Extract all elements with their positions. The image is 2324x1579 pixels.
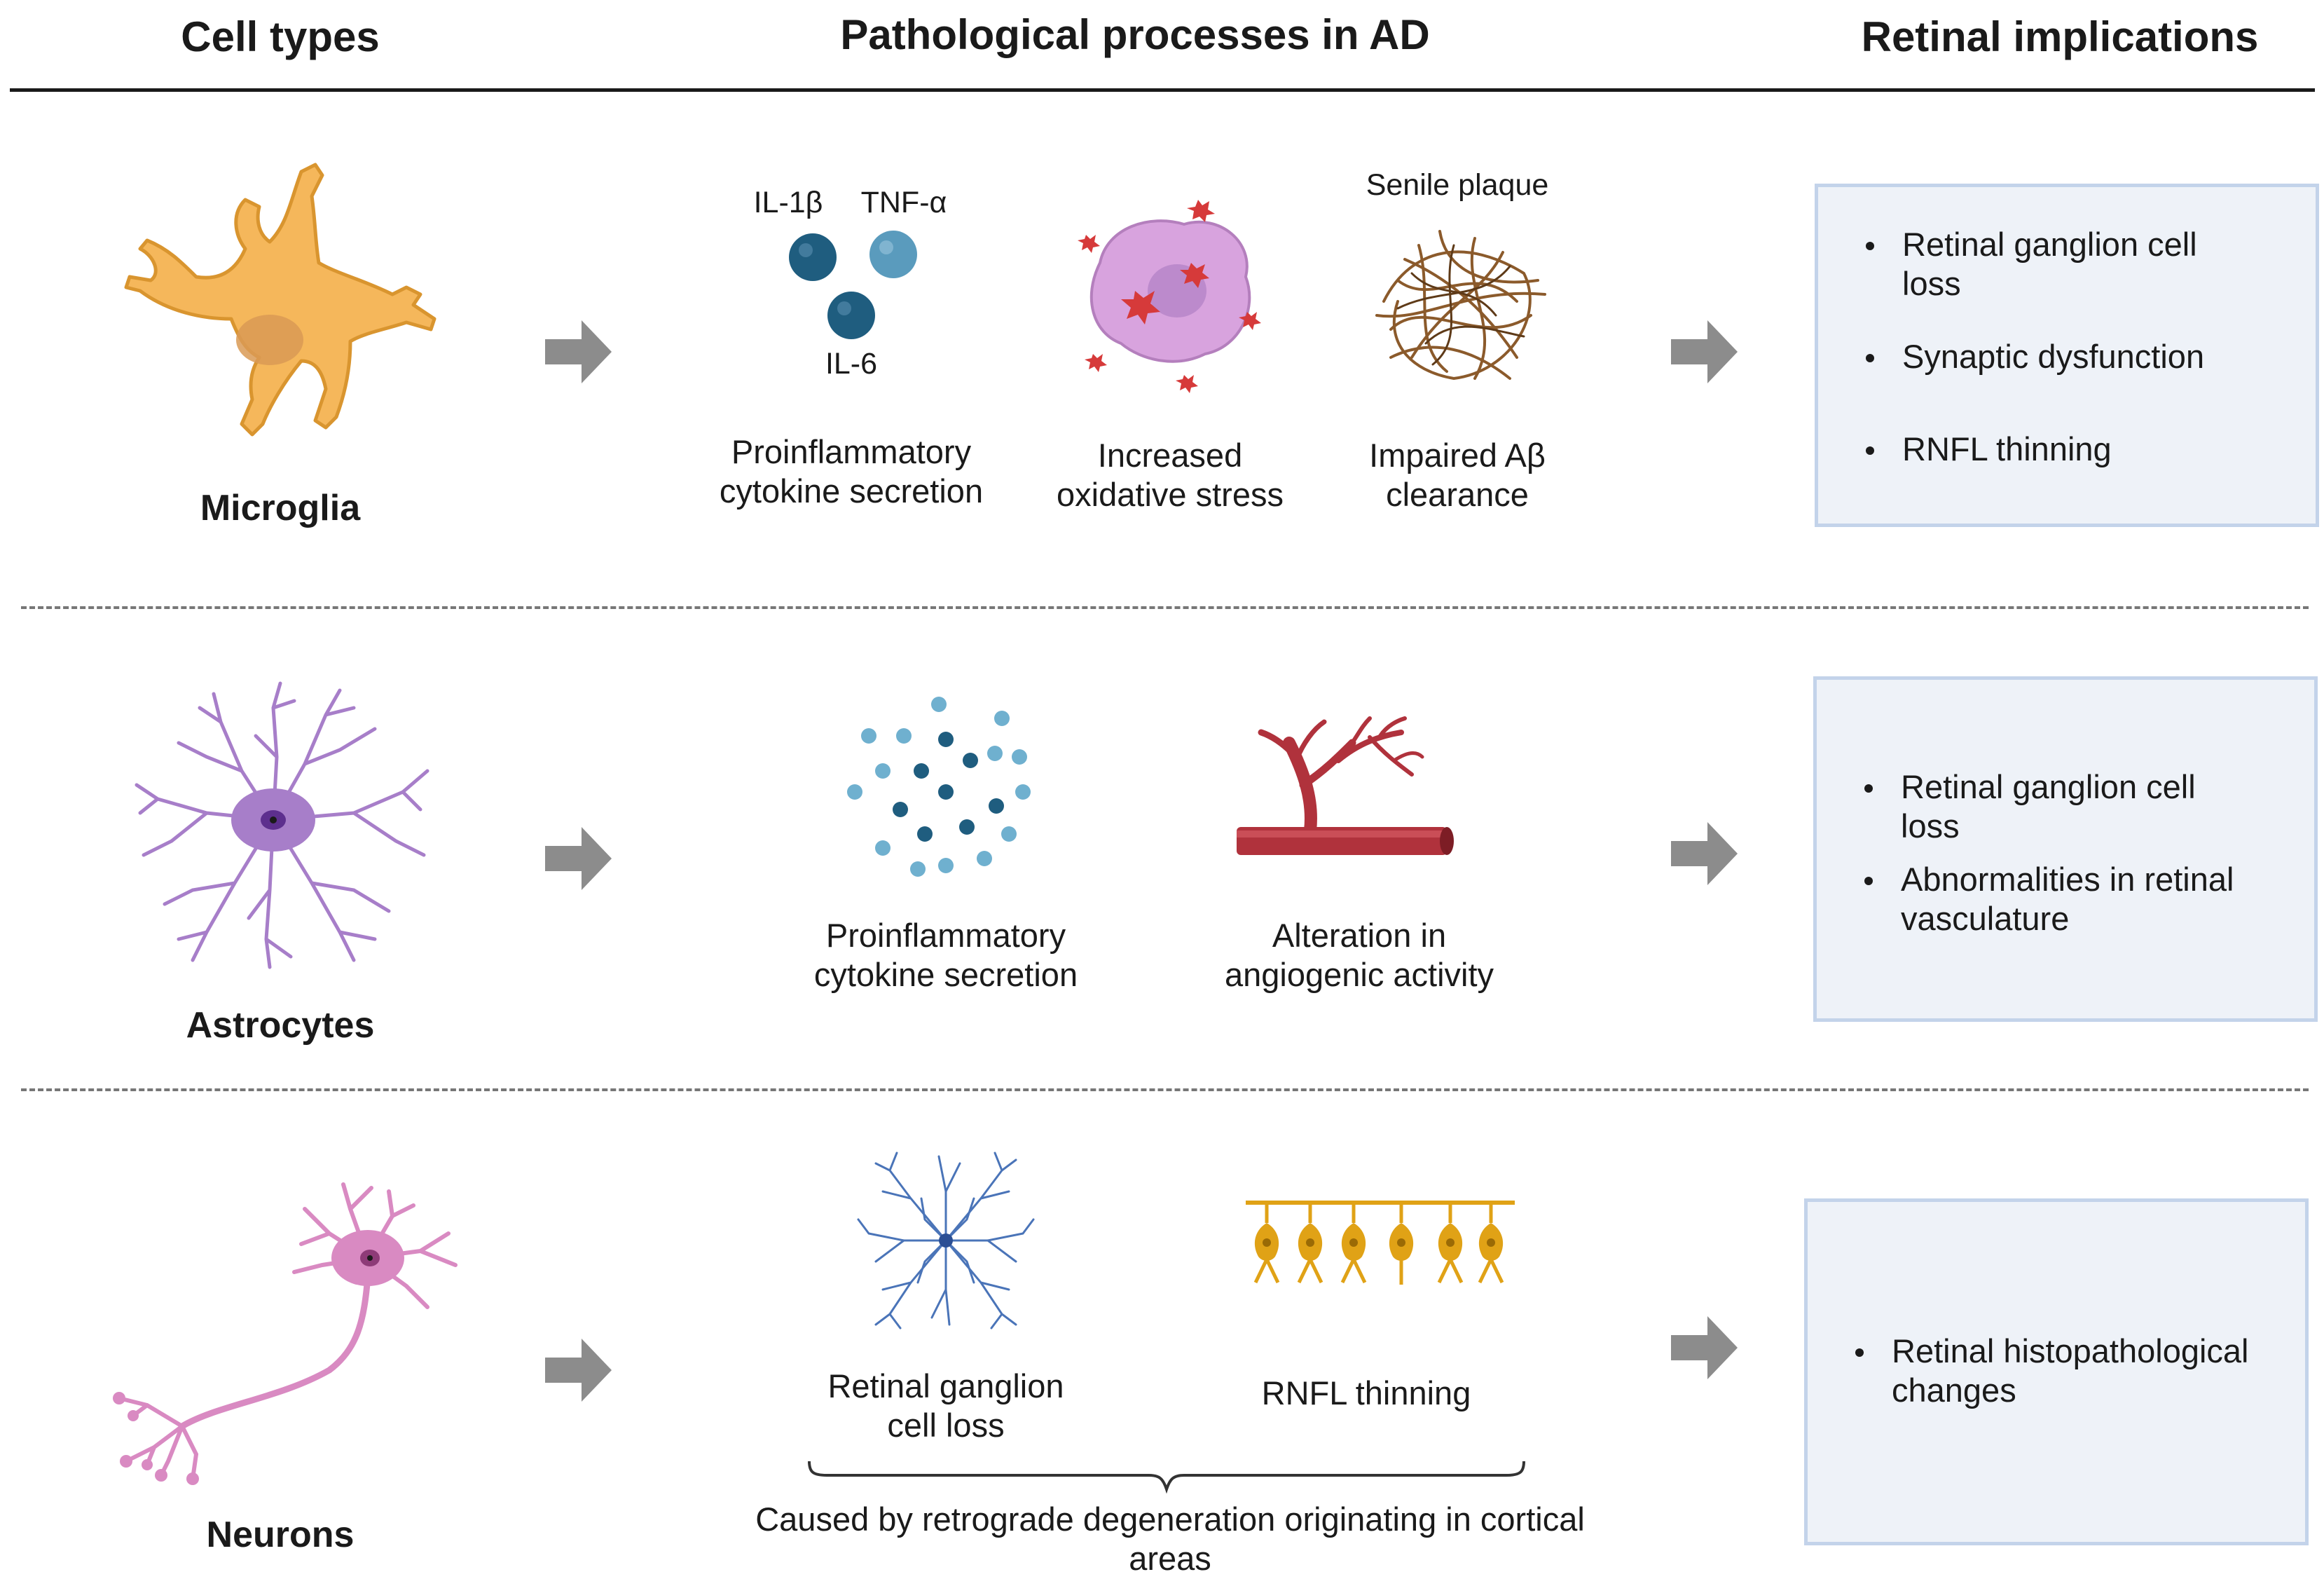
label-il6: IL-6: [825, 347, 878, 381]
cytokine-cluster-icon: [847, 697, 1031, 877]
process-label-rnfl-thinning: RNFL thinning: [1212, 1374, 1520, 1413]
arrow-icon: [545, 827, 612, 890]
cell-label-microglia: Microglia: [200, 488, 361, 528]
process-label-line: clearance: [1386, 476, 1529, 513]
cell-label-neurons: Neurons: [206, 1515, 355, 1555]
oxidative-stress-cell-icon: [1078, 200, 1261, 393]
senile-plaque-icon: [1375, 230, 1546, 381]
neuron-cell-icon: [113, 1182, 458, 1485]
process-label-line: RNFL thinning: [1261, 1374, 1471, 1411]
microglia-cell-icon: [124, 163, 436, 437]
process-label-angiogenic: Alteration in angiogenic activity: [1198, 916, 1520, 994]
implication-item: Retinal histopathological changes: [1855, 1332, 2284, 1410]
process-label-line: cytokine secretion: [813, 956, 1078, 993]
rnfl-neuron-icon: [1253, 1203, 1280, 1284]
implication-item: Retinal ganglion cell loss: [1866, 225, 2253, 303]
implication-item: Synaptic dysfunction: [1866, 337, 2316, 376]
arrow-icon: [1671, 1316, 1738, 1379]
process-label-line: Impaired Aβ: [1369, 437, 1546, 474]
cell-label-astrocytes: Astrocytes: [186, 1005, 375, 1046]
header-cell-types: Cell types: [181, 13, 380, 60]
implications-box-neurons: Retinal histopathological changes: [1804, 1198, 2309, 1545]
header-processes: Pathological processes in AD: [840, 11, 1430, 58]
implications-box-microglia: Retinal ganglion cell loss Synaptic dysf…: [1815, 184, 2319, 527]
brace-caption-line: areas: [1129, 1540, 1211, 1577]
curly-brace-icon: [808, 1461, 1525, 1494]
rnfl-neuron-icon: [1478, 1203, 1504, 1284]
process-label-impaired-clearance: Impaired Aβ clearance: [1317, 436, 1597, 514]
process-label-cytokine-microglia: Proinflammatory cytokine secretion: [697, 432, 1005, 511]
brace-caption: Caused by retrograde degeneration origin…: [715, 1500, 1625, 1578]
process-label-cytokine-astrocytes: Proinflammatory cytokine secretion: [792, 916, 1100, 994]
rnfl-neurons-icon: [1246, 1201, 1515, 1285]
astrocyte-cell-icon: [135, 681, 429, 969]
process-label-line: Increased: [1097, 437, 1243, 474]
header-implications: Retinal implications: [1861, 13, 2259, 60]
arrow-icon: [545, 1339, 612, 1402]
brace-caption-line: Caused by retrograde degeneration origin…: [755, 1501, 1585, 1538]
process-label-line: Proinflammatory: [825, 917, 1066, 954]
rnfl-neuron-icon: [1297, 1203, 1323, 1284]
blood-vessel-icon: [1237, 716, 1454, 855]
arrow-icon: [1671, 320, 1738, 383]
row-divider: [21, 606, 2309, 609]
rnfl-neuron-icon: [1389, 1203, 1414, 1285]
implication-item: Abnormalities in retinal vasculature: [1864, 860, 2293, 938]
process-label-line: Proinflammatory: [731, 433, 972, 470]
process-label-oxidative-stress: Increased oxidative stress: [1030, 436, 1310, 514]
process-label-line: oxidative stress: [1057, 476, 1284, 513]
arrow-icon: [1671, 822, 1738, 885]
arrow-icon: [545, 320, 612, 383]
process-label-line: cell loss: [887, 1407, 1005, 1444]
process-label-line: Alteration in: [1272, 917, 1447, 954]
label-senile-plaque: Senile plaque: [1366, 168, 1549, 202]
label-tnfa: TNF-α: [860, 186, 947, 219]
row-divider: [21, 1088, 2309, 1091]
process-label-line: cytokine secretion: [719, 472, 984, 510]
cytokine-molecules-icon: [789, 231, 917, 339]
implication-item: Retinal ganglion cell loss: [1864, 767, 2251, 846]
rnfl-neuron-icon: [1437, 1203, 1464, 1284]
retinal-ganglion-cell-icon: [857, 1151, 1035, 1329]
process-label-line: Retinal ganglion: [827, 1367, 1064, 1404]
header-rule: [10, 88, 2315, 92]
rnfl-neuron-icon: [1340, 1203, 1367, 1284]
implications-box-astrocytes: Retinal ganglion cell loss Abnormalities…: [1813, 676, 2318, 1022]
implication-item: RNFL thinning: [1866, 430, 2316, 469]
process-label-line: angiogenic activity: [1224, 956, 1494, 993]
process-label-rgc-loss: Retinal ganglion cell loss: [792, 1367, 1100, 1445]
label-il1b: IL-1β: [753, 186, 823, 219]
